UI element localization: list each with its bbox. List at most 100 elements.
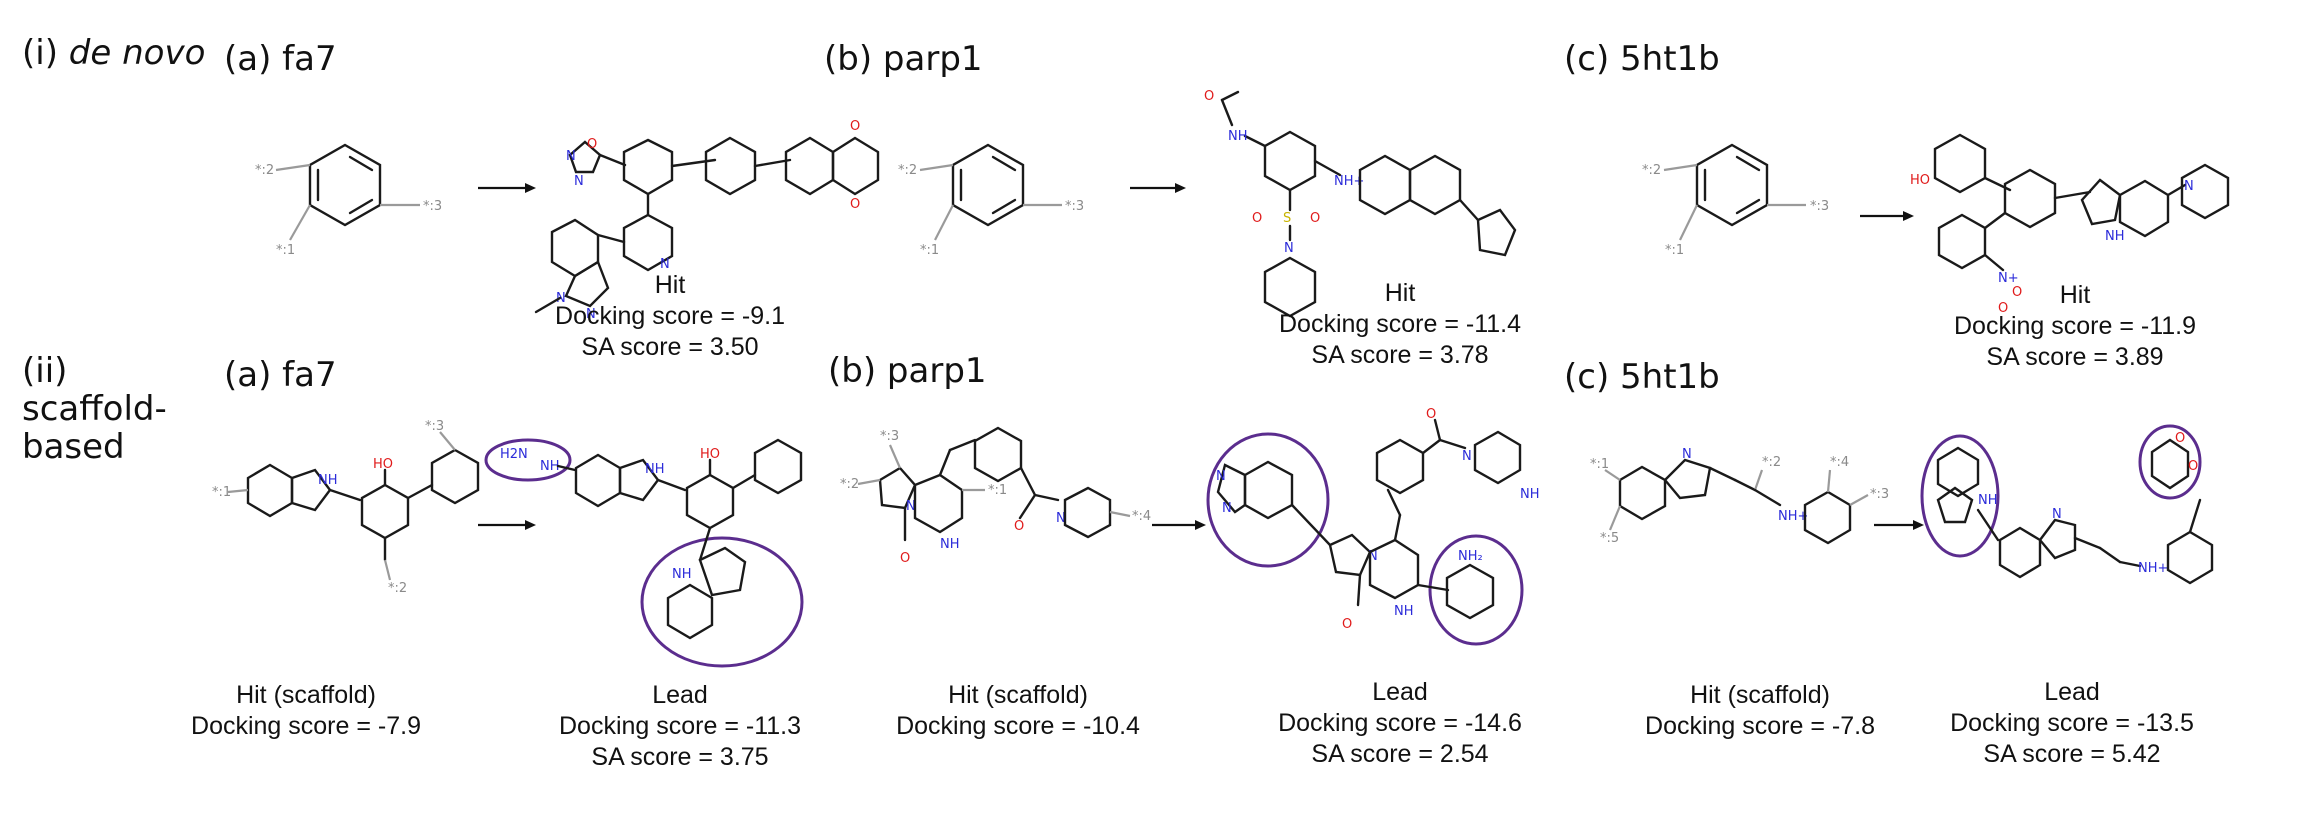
- section-ii-number: (ii): [22, 351, 68, 391]
- star-label: *:5: [1600, 531, 1619, 546]
- highlight-circle: [1920, 434, 2000, 558]
- caption-ii-b-hit: Hit (scaffold) Docking score = -10.4: [868, 680, 1168, 742]
- caption-sa-score: SA score = 3.75: [591, 743, 769, 771]
- caption-i-b: Hit Docking score = -11.4 SA score = 3.7…: [1250, 278, 1550, 371]
- atom-N: N: [1216, 469, 1226, 484]
- atom-N: N: [566, 149, 576, 164]
- section-ii-line3: based: [22, 427, 125, 467]
- highlight-circle: [1206, 432, 1330, 568]
- arrowhead-i-c: [1903, 211, 1914, 221]
- atom-N-plus: N+: [1998, 271, 2019, 286]
- highlight-circle: [484, 438, 572, 482]
- atom-O: O: [2012, 285, 2022, 300]
- arrowhead-i-b: [1175, 183, 1186, 193]
- scaffold-i-c: *:2 *:1 *:3: [1642, 143, 1829, 258]
- panel-label-a2: (a) fa7: [224, 355, 337, 395]
- caption-ii-b-lead: Lead Docking score = -14.6 SA score = 2.…: [1250, 677, 1550, 770]
- atom-HO: HO: [700, 447, 720, 462]
- atom-O: O: [1014, 519, 1024, 534]
- star-label: *:4: [1830, 455, 1849, 470]
- molecule-hit-i-b: NH O S O O N NH+: [1204, 89, 1517, 318]
- star-label: *:1: [988, 483, 1007, 498]
- atom-N: N: [2052, 507, 2062, 522]
- caption-title: Lead: [2044, 678, 2100, 706]
- atom-O: O: [1204, 89, 1214, 104]
- star-label: *:2: [1762, 455, 1781, 470]
- atom-N: N: [1056, 511, 1066, 526]
- section-i-label: (i) de novo: [22, 34, 205, 72]
- star-label: *:3: [1870, 487, 1889, 502]
- caption-sa-score: SA score = 3.50: [581, 333, 759, 361]
- atom-N: N: [574, 174, 584, 189]
- atom-O: O: [1426, 407, 1436, 422]
- star-label: *:3: [1065, 199, 1084, 214]
- star-label: *:2: [898, 163, 917, 178]
- caption-sa-score: SA score = 3.89: [1986, 343, 2164, 371]
- atom-O: O: [1998, 301, 2008, 316]
- caption-title: Hit: [654, 271, 686, 299]
- caption-title: Hit: [1384, 279, 1416, 307]
- scaffold-ii-a: NH *:1 HO *:2 *:3: [212, 419, 480, 596]
- molecule-hit-i-c: HO NH N N+ O O: [1910, 133, 2230, 316]
- atom-NH2: NH₂: [1458, 549, 1483, 564]
- panel-label-c2: (c) 5ht1b: [1564, 357, 1720, 397]
- atom-N: N: [1462, 449, 1472, 464]
- molecule-lead-ii-c: NH N NH+ O O: [1920, 424, 2214, 585]
- atom-O: O: [587, 137, 597, 152]
- star-label: *:4: [1132, 509, 1151, 524]
- scaffold-ii-c: *:1 *:5 N *:2 NH+ *:4 *:3: [1590, 447, 1889, 546]
- caption-sa-score: SA score = 2.54: [1311, 740, 1489, 768]
- arrowhead-ii-b: [1195, 520, 1206, 530]
- atom-NH-plus: NH+: [2138, 561, 2168, 576]
- caption-docking-score: Docking score = -10.4: [896, 712, 1140, 740]
- caption-sa-score: SA score = 5.42: [1983, 740, 2161, 768]
- atom-O: O: [1252, 211, 1262, 226]
- atom-N: N: [1368, 549, 1378, 564]
- atom-N: N: [660, 257, 670, 272]
- atom-O: O: [2175, 431, 2185, 446]
- caption-docking-score: Docking score = -9.1: [555, 302, 785, 330]
- scaffold-i-a: *:2 *:1 *:3: [255, 143, 442, 258]
- atom-O: O: [1342, 617, 1352, 632]
- star-label: *:3: [423, 199, 442, 214]
- caption-i-c: Hit Docking score = -11.9 SA score = 3.8…: [1925, 280, 2225, 373]
- atom-N: N: [1284, 241, 1294, 256]
- section-i-name: de novo: [68, 33, 206, 73]
- atom-N: N: [2184, 179, 2194, 194]
- atom-O: O: [850, 119, 860, 134]
- caption-docking-score: Docking score = -7.9: [191, 712, 421, 740]
- caption-docking-score: Docking score = -11.3: [558, 712, 802, 740]
- panel-label-c1: (c) 5ht1b: [1564, 39, 1720, 79]
- atom-N: N: [1222, 501, 1232, 516]
- caption-sa-score: SA score = 3.78: [1311, 341, 1489, 369]
- highlight-circle: [1428, 534, 1524, 646]
- caption-title: Hit (scaffold): [1690, 681, 1830, 709]
- caption-ii-c-hit: Hit (scaffold) Docking score = -7.8: [1610, 680, 1910, 742]
- scaffold-i-b: *:2 *:1 *:3: [898, 143, 1084, 258]
- caption-title: Hit (scaffold): [236, 681, 376, 709]
- arrowhead-ii-a: [525, 520, 536, 530]
- atom-NH: NH: [540, 459, 560, 474]
- molecule-lead-ii-b: N N N NH O O N NH NH₂: [1206, 407, 1540, 646]
- caption-ii-a-lead: Lead Docking score = -11.3 SA score = 3.…: [530, 680, 830, 773]
- caption-title: Hit (scaffold): [948, 681, 1088, 709]
- caption-ii-c-lead: Lead Docking score = -13.5 SA score = 5.…: [1922, 677, 2222, 770]
- star-label: *:1: [920, 243, 939, 258]
- caption-docking-score: Docking score = -11.4: [1278, 310, 1522, 338]
- atom-NH: NH: [672, 567, 692, 582]
- atom-O: O: [2188, 459, 2198, 474]
- atom-NH: NH: [645, 462, 665, 477]
- atom-NH: NH: [318, 473, 338, 488]
- atom-NH-plus: NH+: [1778, 509, 1808, 524]
- molecule-hit-i-a: O N N O O N N N: [534, 119, 880, 322]
- caption-title: Hit: [2059, 281, 2091, 309]
- caption-title: Lead: [1372, 678, 1428, 706]
- star-label: *:1: [1590, 457, 1609, 472]
- section-ii-line2: scaffold-: [22, 389, 167, 429]
- star-label: *:1: [276, 243, 295, 258]
- caption-ii-a-hit: Hit (scaffold) Docking score = -7.9: [156, 680, 456, 742]
- section-ii-label: (ii) scaffold- based: [22, 352, 167, 466]
- panel-label-b2: (b) parp1: [828, 351, 987, 391]
- molecule-lead-ii-a: H2N NH NH HO NH: [484, 438, 804, 668]
